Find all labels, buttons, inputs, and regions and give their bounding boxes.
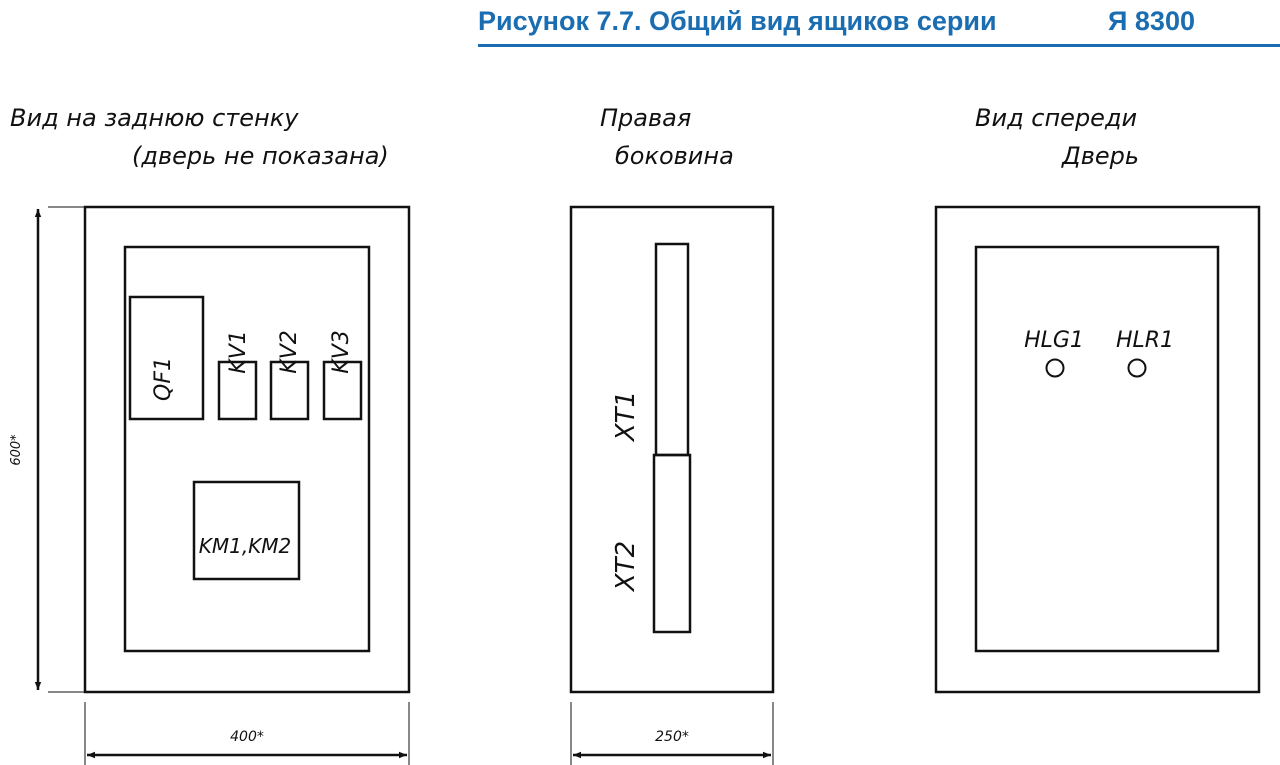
km1-km2-contactor <box>192 480 301 581</box>
side-panel-outline <box>569 205 775 694</box>
height-dimension-label: 600* <box>9 434 24 466</box>
hlg1-label: HLG1 <box>1024 328 1084 353</box>
qf1-label: QF1 <box>151 357 176 401</box>
side-view: Правая боковина XT1 XT2 250* <box>569 104 775 765</box>
back-cabinet-outline <box>83 205 411 694</box>
front-view-caption-line2: Дверь <box>1061 142 1139 170</box>
xt2-terminal-block <box>652 453 692 634</box>
kv3-relay <box>322 360 363 421</box>
qf1-breaker <box>128 295 205 421</box>
back-view-caption-line2: (дверь не показана) <box>132 142 389 170</box>
front-cabinet-outline <box>934 205 1261 694</box>
hlr1-label: HLR1 <box>1116 328 1174 353</box>
kv1-label: KV1 <box>226 330 251 373</box>
back-view-caption-line1: Вид на заднюю стенку <box>10 104 299 132</box>
front-view: Вид спереди Дверь HLG1 HLR1 <box>934 104 1261 694</box>
xt1-label: XT1 <box>611 391 641 443</box>
kv2-relay <box>269 360 310 421</box>
figure-title: Рисунок 7.7. Общий вид ящиков серии <box>478 6 997 36</box>
kv1-relay <box>217 360 258 421</box>
width-dimension-label: 400* <box>230 729 264 745</box>
side-width-dimension-label: 250* <box>655 729 689 745</box>
figure-header: Рисунок 7.7. Общий вид ящиков серии Я 83… <box>478 2 1280 48</box>
back-mounting-panel <box>123 245 371 653</box>
kv2-label: KV2 <box>277 330 302 373</box>
header-rule <box>478 44 1280 47</box>
back-view: Вид на заднюю стенку (дверь не показана)… <box>9 104 411 765</box>
kv3-label: KV3 <box>329 330 354 373</box>
front-view-caption-line1: Вид спереди <box>975 104 1137 132</box>
xt1-terminal-block <box>654 242 690 457</box>
km-label: KM1,KM2 <box>199 534 292 558</box>
figure-series: Я 8300 <box>1108 6 1195 36</box>
side-view-caption-line1: Правая <box>600 104 691 132</box>
side-view-caption-line2: боковина <box>615 142 734 170</box>
xt2-label: XT2 <box>611 541 641 593</box>
hlg1-indicator-lamp-icon <box>1045 358 1065 378</box>
front-door-panel <box>974 245 1220 653</box>
hlr1-indicator-lamp-icon <box>1127 358 1147 378</box>
